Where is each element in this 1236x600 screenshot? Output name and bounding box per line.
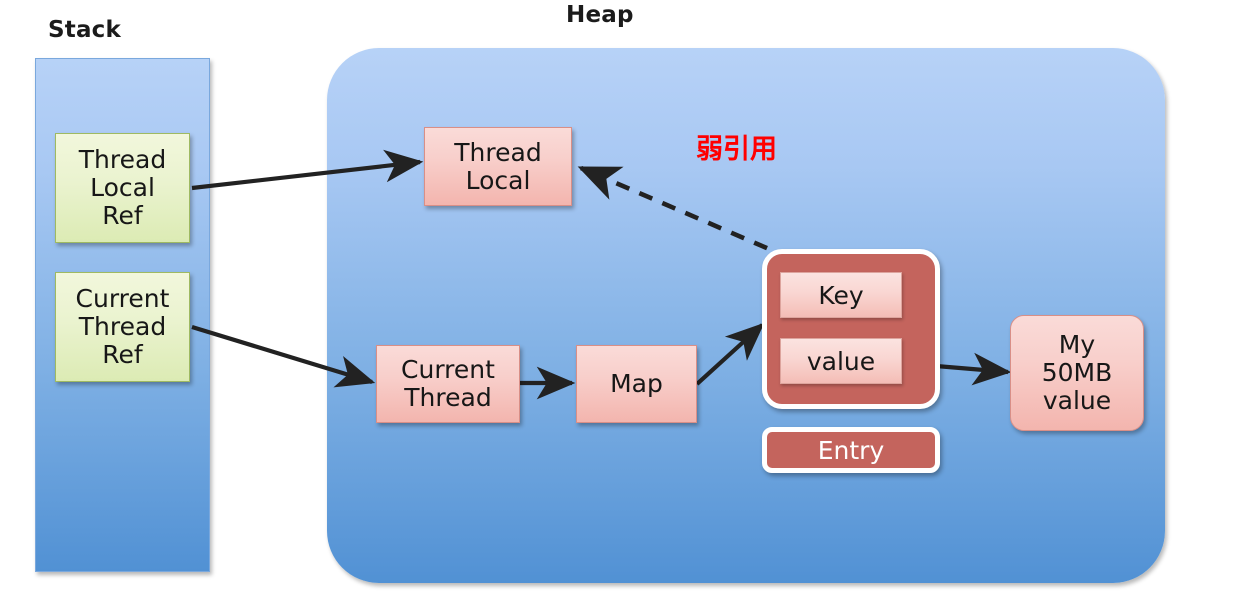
stack-title: Stack bbox=[48, 17, 122, 43]
entry-label-box[interactable]: Entry bbox=[762, 427, 940, 473]
entry-value-slot[interactable]: value bbox=[780, 338, 902, 384]
node-thread-local-label: Thread Local bbox=[454, 137, 542, 195]
node-current-thread-ref-label: Current Thread Ref bbox=[75, 284, 170, 369]
node-my-value-label: My 50MB value bbox=[1041, 330, 1113, 415]
node-my-value[interactable]: My 50MB value bbox=[1010, 315, 1144, 431]
heap-title: Heap bbox=[566, 2, 634, 28]
node-map-label: Map bbox=[610, 369, 663, 398]
node-thread-local-ref-label: Thread Local Ref bbox=[78, 145, 167, 230]
node-thread-local-ref[interactable]: Thread Local Ref bbox=[55, 133, 190, 243]
entry-key-slot[interactable]: Key bbox=[780, 272, 902, 318]
node-thread-local[interactable]: Thread Local bbox=[424, 127, 572, 206]
entry-value-label: value bbox=[806, 346, 876, 376]
entry-key-label: Key bbox=[818, 280, 864, 310]
node-current-thread-ref[interactable]: Current Thread Ref bbox=[55, 272, 190, 382]
node-current-thread[interactable]: Current Thread bbox=[376, 345, 520, 423]
entry-label: Entry bbox=[817, 435, 885, 465]
node-current-thread-label: Current Thread bbox=[401, 355, 495, 412]
node-map[interactable]: Map bbox=[576, 345, 697, 423]
weak-reference-annotation: 弱引用 bbox=[696, 134, 777, 165]
